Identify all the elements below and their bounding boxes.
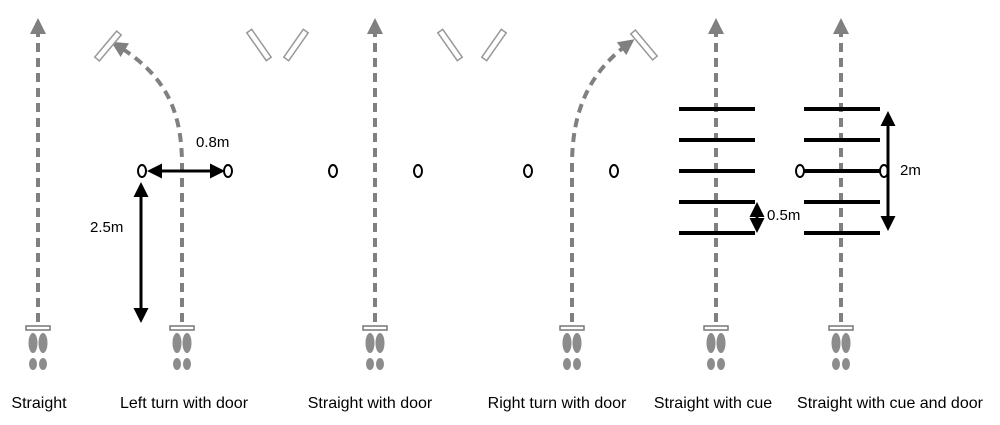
footprints-icon	[25, 325, 51, 370]
depth-distance-label: 2.5m	[90, 219, 124, 236]
cue-span-label: 2m	[900, 162, 921, 179]
door-panel-icon	[282, 28, 310, 62]
door-panel-icon	[436, 28, 464, 62]
ring-marker-icon	[137, 164, 147, 178]
footprints-icon	[169, 325, 195, 370]
ring-marker-icon	[523, 164, 533, 178]
walking-path	[111, 41, 184, 322]
footprints-icon	[703, 325, 729, 370]
ring-marker-icon	[609, 164, 619, 178]
caption-left-turn-with-door: Left turn with door	[119, 395, 249, 412]
condition-straight	[25, 18, 51, 370]
condition-straight-with-cue	[679, 18, 765, 370]
lateral-distance-label: 0.8m	[196, 134, 230, 151]
ring-marker-icon	[795, 164, 805, 178]
caption-straight-with-cue-and-door: Straight with cue and door	[797, 395, 983, 412]
door-panel-icon	[629, 28, 659, 62]
door-panel-icon	[245, 28, 273, 62]
condition-right-turn-with-door	[436, 28, 659, 370]
ring-marker-icon	[413, 164, 423, 178]
caption-straight-with-cue: Straight with cue	[653, 395, 773, 412]
condition-left-turn-with-door	[93, 29, 233, 370]
condition-straight-with-cue-and-door	[795, 18, 896, 370]
door-panel-icon	[480, 28, 508, 62]
door-panel-icon	[93, 29, 123, 63]
footprints-icon	[559, 325, 585, 370]
caption-right-turn-with-door: Right turn with door	[487, 395, 627, 412]
walking-path	[570, 39, 635, 322]
footprints-icon	[828, 325, 854, 370]
ring-marker-icon	[328, 164, 338, 178]
condition-straight-with-door	[245, 18, 423, 370]
caption-straight: Straight	[11, 395, 67, 412]
caption-straight-with-door: Straight with door	[307, 395, 433, 412]
footprints-icon	[362, 325, 388, 370]
cue-spacing-label: 0.5m	[767, 207, 801, 224]
ring-marker-icon	[223, 164, 233, 178]
